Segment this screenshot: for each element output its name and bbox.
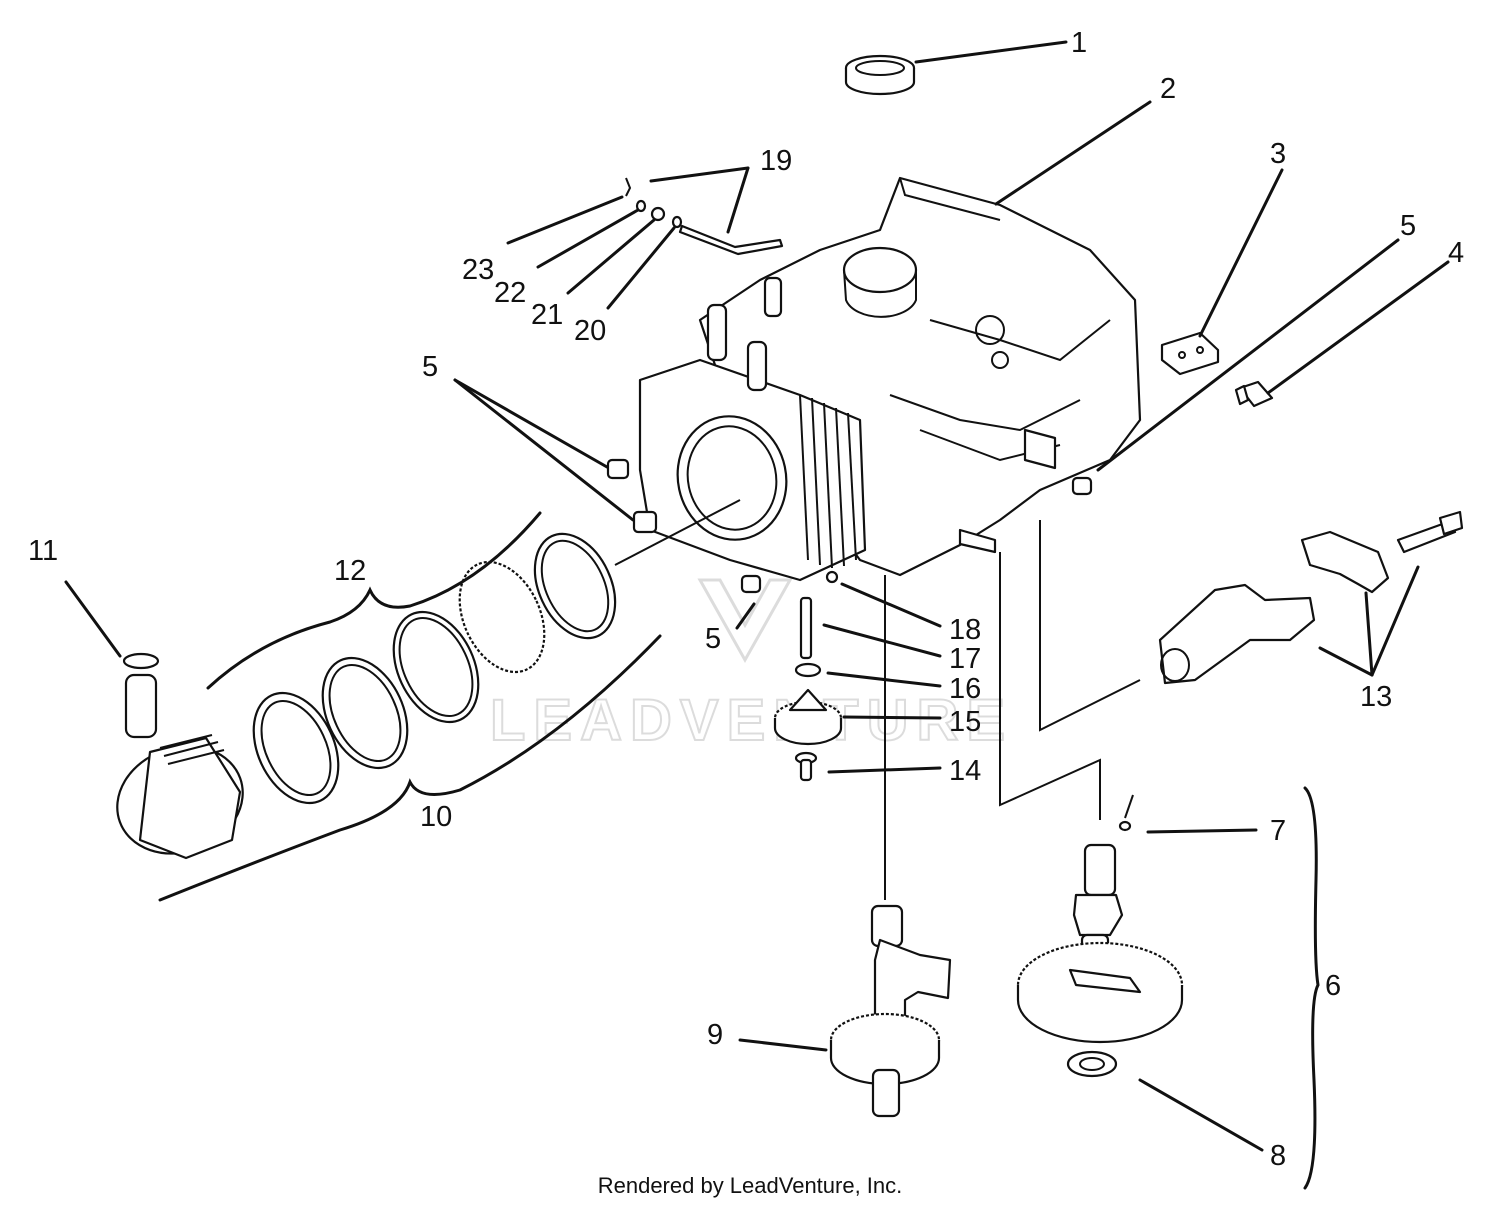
callout-22: 22 <box>494 277 526 309</box>
callout-8: 8 <box>1270 1140 1286 1172</box>
callout-10: 10 <box>420 801 452 833</box>
callout-12: 12 <box>334 555 366 587</box>
part-piston-rings <box>252 532 617 805</box>
camshaft-path <box>999 552 1101 820</box>
part-piston-clip <box>122 652 160 670</box>
callout-5-left: 5 <box>422 351 438 383</box>
leader-lines <box>64 40 1450 1152</box>
part-dowel-pins <box>606 458 1093 594</box>
callout-14: 14 <box>949 755 981 787</box>
part-connecting-rod <box>1158 510 1464 685</box>
watermark-text: LEADVENTURE <box>490 688 1013 753</box>
piston-axis <box>614 499 741 566</box>
part-governor-pin <box>799 596 813 660</box>
part-oil-seal <box>844 54 916 96</box>
callout-7: 7 <box>1270 815 1286 847</box>
callout-19: 19 <box>760 145 792 177</box>
part-spring-pin <box>1118 794 1134 832</box>
callout-3: 3 <box>1270 138 1286 170</box>
callout-20: 20 <box>574 315 606 347</box>
callout-5-right: 5 <box>1400 210 1416 242</box>
brace-lines <box>158 511 1320 1190</box>
part-crankshaft <box>829 904 952 1118</box>
callout-4: 4 <box>1448 237 1464 269</box>
callout-23: 23 <box>462 254 494 286</box>
callout-6: 6 <box>1325 970 1341 1002</box>
watermark: LEADVENTURE <box>489 578 1013 754</box>
footer-credit: Rendered by LeadVenture, Inc. <box>598 1173 903 1198</box>
callout-1: 1 <box>1071 27 1087 59</box>
callout-2: 2 <box>1160 73 1176 105</box>
callout-labels: 1 2 3 4 5 5 5 6 7 8 9 10 11 12 13 14 15 … <box>28 27 1464 1172</box>
part-washer-16 <box>794 662 822 678</box>
part-piston <box>116 734 244 860</box>
callout-9: 9 <box>707 1019 723 1051</box>
part-breather-tube <box>625 177 784 256</box>
callout-15: 15 <box>949 706 981 738</box>
part-crankcase <box>638 176 1142 582</box>
part-thrust-washer <box>1066 1050 1118 1078</box>
part-governor-gear <box>773 688 843 746</box>
part-bolt <box>1234 380 1274 408</box>
part-ball <box>825 570 839 584</box>
part-governor-shaft <box>794 751 818 782</box>
rod-path <box>1039 520 1141 732</box>
part-camshaft <box>1016 843 1184 1044</box>
callout-16: 16 <box>949 673 981 705</box>
callout-21: 21 <box>531 299 563 331</box>
callout-13: 13 <box>1360 681 1392 713</box>
callout-11: 11 <box>28 535 58 567</box>
part-bracket <box>1160 331 1220 376</box>
part-piston-pin <box>124 673 158 739</box>
callout-17: 17 <box>949 643 981 675</box>
callout-5-bottom: 5 <box>705 623 721 655</box>
callout-18: 18 <box>949 614 981 646</box>
